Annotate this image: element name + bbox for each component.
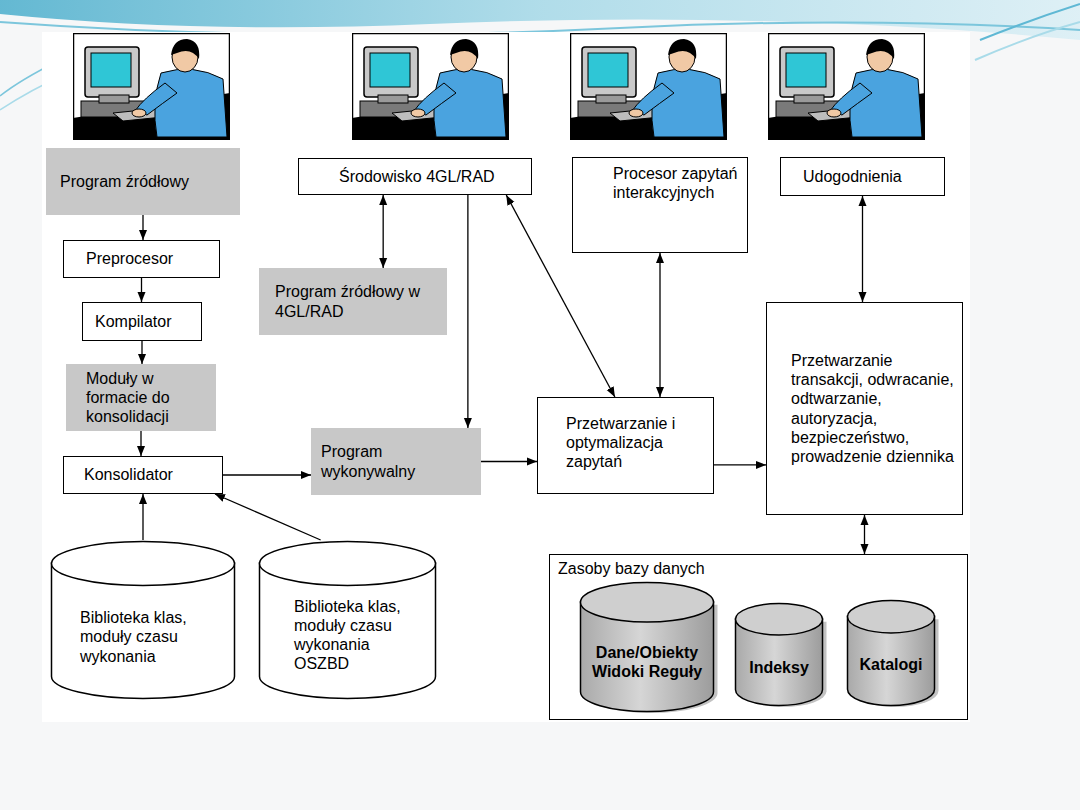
- node-text-wrap: Procesor zapytań interakcyjnych: [573, 158, 747, 202]
- node-label: Katalogi: [850, 655, 932, 674]
- process-box: Preprocesor: [63, 240, 220, 278]
- connector-arrow: [467, 195, 468, 428]
- node-label: Środowisko 4GL/RAD: [339, 167, 521, 186]
- process-box: Konsolidator: [63, 456, 223, 494]
- cylinder-outline: [846, 599, 936, 707]
- process-box: Program źródłowy w 4GL/RAD: [259, 268, 447, 335]
- node-label: Indeksy: [738, 658, 820, 677]
- storage-cylinder: Katalogi: [846, 599, 936, 707]
- connector-arrow: [142, 494, 143, 540]
- node-label: Udogodnienia: [803, 167, 936, 186]
- node-text-wrap: Program wykonywalny: [311, 442, 481, 480]
- node-label: Procesor zapytań interakcyjnych: [613, 164, 739, 202]
- node-label: Program wykonywalny: [321, 442, 473, 480]
- node-label: Moduły w formacie do konsolidacji: [86, 369, 210, 427]
- storage-cylinder: Dane/Obiekty Widoki Reguły: [579, 581, 715, 713]
- process-box: Kompilator: [82, 302, 202, 341]
- process-box: Procesor zapytań interakcyjnych: [572, 157, 748, 253]
- node-text-wrap: Moduły w formacie do konsolidacji: [66, 369, 216, 427]
- node-label: Biblioteka klas, moduły czasu wykonania …: [294, 597, 427, 674]
- node-text-wrap: Preprocesor: [64, 249, 219, 268]
- node-text-wrap: Udogodnienia: [781, 167, 944, 186]
- node-text-wrap: Przetwarzanie i optymalizacja zapytań: [538, 398, 713, 472]
- node-label: Program źródłowy w 4GL/RAD: [275, 282, 437, 320]
- node-label: Konsolidator: [84, 465, 214, 484]
- connector-arrow: [223, 474, 311, 475]
- node-text-wrap: Program źródłowy w 4GL/RAD: [259, 282, 447, 320]
- connector-arrow: [864, 515, 865, 554]
- node-label: Program źródłowy: [60, 172, 226, 191]
- storage-cylinder: Indeksy: [734, 602, 824, 707]
- connector-arrow: [659, 253, 660, 397]
- node-label: Preprocesor: [86, 249, 211, 268]
- process-box: Moduły w formacie do konsolidacji: [66, 364, 216, 431]
- node-text-wrap: Kompilator: [83, 312, 201, 331]
- process-box: Przetwarzanie transakcji, odwracanie, od…: [766, 302, 963, 515]
- node-label: Biblioteka klas, moduły czasu wykonania: [80, 608, 226, 666]
- node-text-wrap: Środowisko 4GL/RAD: [299, 167, 531, 186]
- connector-arrow: [481, 461, 537, 462]
- connector-arrow: [862, 196, 863, 302]
- node-text-wrap: Indeksy: [734, 622, 824, 687]
- node-text-wrap: Konsolidator: [64, 465, 222, 484]
- node-label: Kompilator: [95, 312, 195, 331]
- node-label: Zasoby bazy danych: [558, 559, 959, 578]
- connector-arrow: [141, 341, 142, 364]
- group-box: Zasoby bazy danychDane/Obiekty Widoki Re…: [549, 554, 968, 720]
- node-text-wrap: Przetwarzanie transakcji, odwracanie, od…: [767, 351, 962, 466]
- connector-arrow: [714, 464, 766, 465]
- process-box: Program źródłowy: [46, 148, 240, 215]
- node-text-wrap: Program źródłowy: [46, 172, 240, 191]
- storage-cylinder: Biblioteka klas, moduły czasu wykonania …: [258, 540, 437, 700]
- connector-arrow: [142, 215, 143, 240]
- node-text-wrap: Biblioteka klas, moduły czasu wykonania: [50, 560, 236, 680]
- node-label: Dane/Obiekty Widoki Reguły: [583, 643, 711, 681]
- connector-arrow: [141, 278, 142, 302]
- storage-cylinder: Biblioteka klas, moduły czasu wykonania: [50, 540, 236, 700]
- process-box: Program wykonywalny: [311, 428, 481, 495]
- process-box: Udogodnienia: [780, 157, 945, 196]
- process-box: Środowisko 4GL/RAD: [298, 158, 532, 195]
- connector-arrow: [140, 431, 141, 456]
- node-label: Przetwarzanie transakcji, odwracanie, od…: [791, 351, 954, 466]
- node-text-wrap: Katalogi: [846, 621, 936, 684]
- cylinder-outline: [734, 602, 824, 707]
- node-label: Przetwarzanie i optymalizacja zapytań: [566, 414, 705, 472]
- node-text-wrap: Biblioteka klas, moduły czasu wykonania …: [258, 553, 437, 688]
- node-text-wrap: Zasoby bazy danych: [550, 555, 967, 582]
- node-text-wrap: Dane/Obiekty Widoki Reguły: [579, 603, 715, 691]
- connector-arrow: [215, 494, 321, 540]
- process-box: Przetwarzanie i optymalizacja zapytań: [537, 397, 714, 494]
- connector-arrow: [383, 195, 384, 268]
